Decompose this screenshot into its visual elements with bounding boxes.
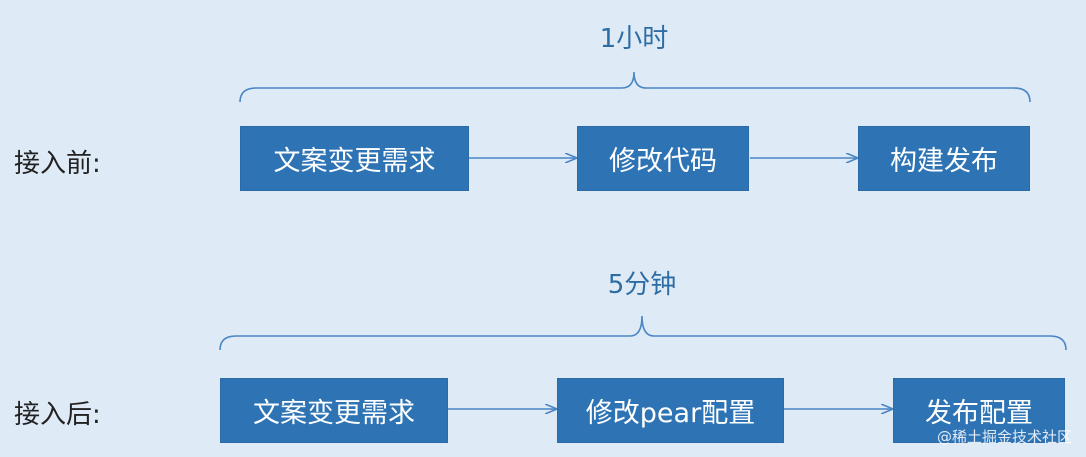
after-step-2: 修改pear配置 [557,378,784,443]
after-step-3: 发布配置 [893,378,1065,443]
before-step-1: 文案变更需求 [240,126,469,191]
after-row-label: 接入后: [14,400,101,430]
before-row-label: 接入前: [14,149,101,179]
before-step-2: 修改代码 [577,126,749,191]
before-duration-brace [239,71,1031,103]
before-step-3: 构建发布 [858,126,1030,191]
after-step-1: 文案变更需求 [220,378,448,443]
watermark: @稀土掘金技术社区 [936,428,1072,446]
after-duration: 5分钟 [607,270,677,300]
after-duration-brace [219,315,1067,351]
before-duration: 1小时 [599,24,669,54]
